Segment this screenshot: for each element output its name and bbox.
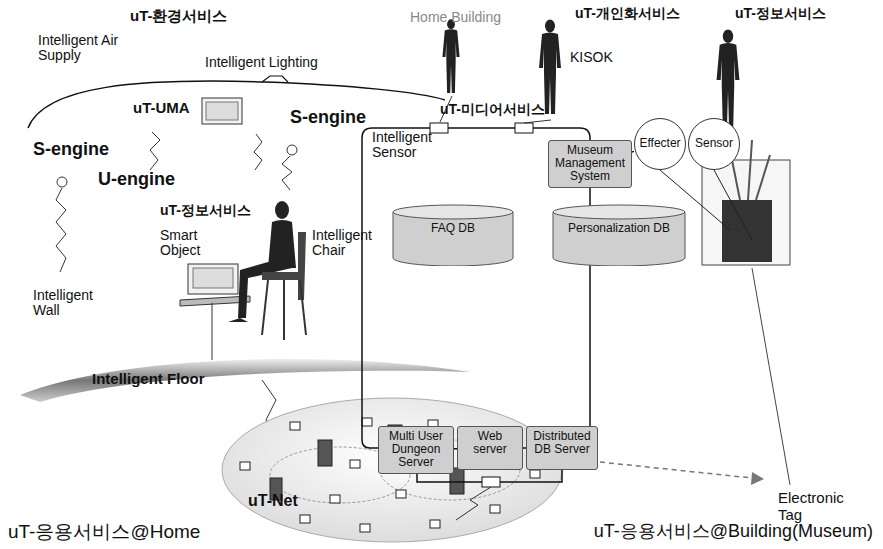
text-label: S-engine — [33, 140, 109, 160]
text-label: Intelligent Lighting — [205, 55, 318, 70]
text-label: uT-응용서비스@Home — [8, 522, 200, 543]
text-label: Intelligent Floor — [92, 371, 205, 388]
node-text: Sensor — [695, 137, 733, 150]
text-label: uT-응용서비스@Building(Museum) — [594, 522, 873, 542]
text-label: Intelligent Wall — [33, 288, 105, 319]
node-text: Web server — [461, 430, 519, 456]
text-label: Intelligent Sensor — [372, 130, 452, 161]
node-text: Multi User Dungeon Server — [382, 430, 450, 470]
connector — [632, 151, 634, 153]
node-text: Effecter — [639, 137, 680, 150]
node-text: Distributed DB Server — [530, 430, 594, 456]
server-box: Multi User Dungeon Server — [378, 426, 454, 474]
text-label: uT-정보서비스 — [735, 6, 826, 21]
text-label: Smart Object — [160, 228, 218, 259]
text-label: uT-개인화서비스 — [575, 6, 680, 21]
text-label: uT-Net — [248, 492, 298, 510]
sensor-circle: Sensor — [688, 118, 740, 170]
text-label: S-engine — [290, 108, 366, 128]
text-label: uT-환경서비스 — [130, 8, 228, 25]
text-label: KISOK — [570, 50, 613, 65]
text-label: uT-UMA — [133, 100, 190, 117]
text-label: U-engine — [98, 170, 175, 190]
database-cylinder: Personalization DB — [552, 204, 686, 266]
node-text: Museum Management System — [552, 144, 628, 184]
effecter-circle: Effecter — [634, 118, 686, 170]
database-cylinder: FAQ DB — [392, 204, 514, 266]
server-box: Web server — [457, 426, 523, 470]
text-label: uT-정보서비스 — [160, 203, 251, 218]
node-text: FAQ DB — [398, 222, 508, 235]
system-box: Museum Management System — [548, 140, 632, 188]
text-label: Electronic Tag — [778, 490, 858, 523]
text-label: uT-미디어서비스 — [440, 102, 545, 117]
server-box: Distributed DB Server — [526, 426, 598, 470]
text-label: Home Building — [410, 10, 501, 25]
text-label: Intelligent Chair — [312, 228, 384, 259]
node-text: Personalization DB — [558, 222, 680, 235]
text-label: Intelligent Air Supply — [38, 33, 133, 64]
